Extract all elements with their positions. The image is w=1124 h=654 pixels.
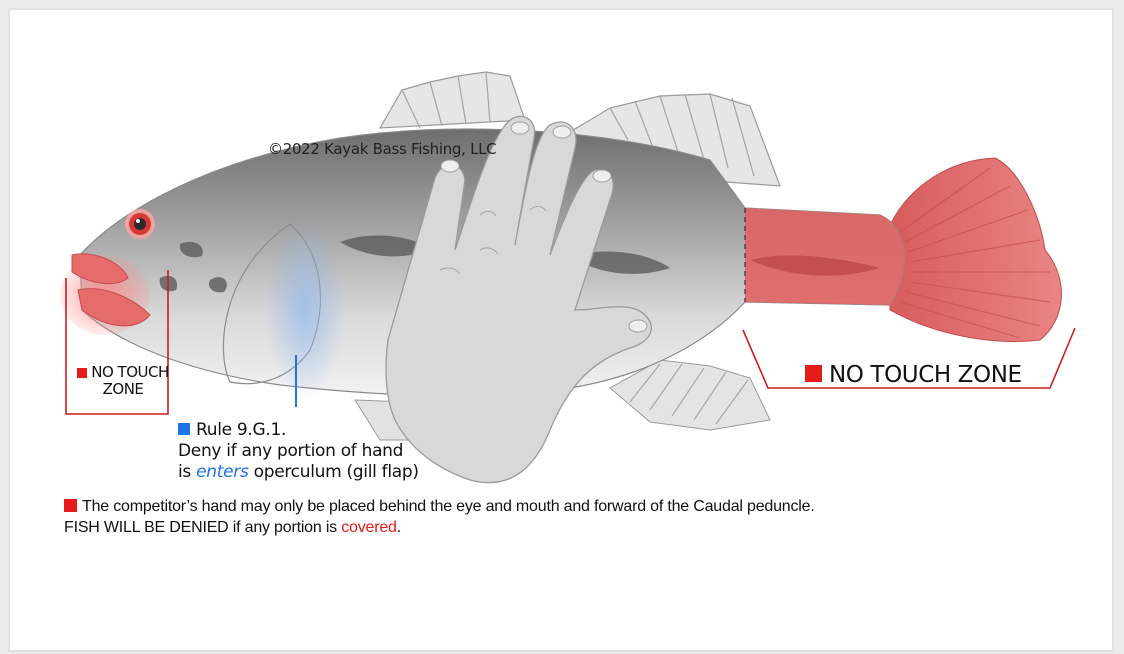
head-zone-line2: ZONE [103,380,144,398]
note-line2-emphasis: covered [341,519,397,536]
rule-line2-suffix: operculum (gill flap) [249,462,419,482]
rule-title: Rule 9.G.1. [196,420,286,440]
note-line1: The competitor’s hand may only be placed… [82,498,815,515]
tail-no-touch-label: NO TOUCH ZONE [805,362,1022,388]
rule-callout: Rule 9.G.1. Deny if any portion of hand … [178,420,419,483]
caudal-peduncle-zone [745,208,904,305]
note-line2-suffix: . [397,519,401,536]
head-zone-line1: NO TOUCH [91,363,169,381]
caudal-fin [890,158,1061,341]
eye [125,209,155,239]
rule-line1: Deny if any portion of hand [178,441,403,461]
rule-line2-prefix: is [178,462,196,482]
head-no-touch-label: NO TOUCH ZONE [68,364,178,398]
hand-placement-note: The competitor’s hand may only be placed… [64,496,815,538]
note-line2-prefix: FISH WILL BE DENIED if any portion is [64,519,341,536]
tail-zone-text: NO TOUCH ZONE [829,362,1022,388]
red-square-icon [64,499,77,512]
blue-square-icon [178,423,190,435]
red-square-icon [805,365,822,382]
rule-line2-emphasis: enters [196,462,248,482]
fish-illustration [10,10,1116,654]
red-square-icon [77,368,87,378]
diagram-frame: ©2022 Kayak Bass Fishing, LLC NO TOUCH Z… [8,8,1114,652]
copyright-watermark: ©2022 Kayak Bass Fishing, LLC [268,140,496,158]
